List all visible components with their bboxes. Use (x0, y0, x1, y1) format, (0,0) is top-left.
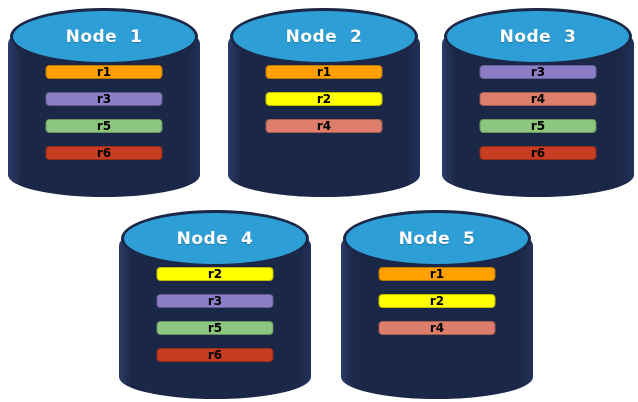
replica-bar-r3: r3 (479, 65, 597, 79)
node-cylinder-1: Node 1 r1 r3 r5 r6 (8, 8, 200, 197)
replica-bars: r1 r3 r5 r6 (45, 65, 163, 160)
replica-bar-r1: r1 (265, 65, 383, 79)
replica-bar-r4: r4 (378, 321, 496, 335)
node-label: Node 3 (499, 26, 577, 47)
replica-bar-r5: r5 (479, 119, 597, 133)
replica-bar-r5: r5 (45, 119, 163, 133)
replica-bar-r4: r4 (479, 92, 597, 106)
replica-bar-r4: r4 (265, 119, 383, 133)
replica-bars: r3 r4 r5 r6 (479, 65, 597, 160)
node-label: Node 5 (398, 228, 476, 249)
node-cylinder-5: Node 5 r1 r2 r4 (341, 210, 533, 399)
replica-bar-r1: r1 (378, 267, 496, 281)
node-label: Node 1 (65, 26, 143, 47)
node-cylinder-2: Node 2 r1 r2 r4 (228, 8, 420, 197)
cylinder-top-ellipse: Node 2 (230, 8, 418, 65)
replica-bar-r1: r1 (45, 65, 163, 79)
cylinder-top-ellipse: Node 1 (10, 8, 198, 65)
replica-bar-r2: r2 (378, 294, 496, 308)
node-cylinder-4: Node 4 r2 r3 r5 r6 (119, 210, 311, 399)
replica-bar-r6: r6 (45, 146, 163, 160)
replica-bar-r6: r6 (479, 146, 597, 160)
replica-bar-r6: r6 (156, 348, 274, 362)
replica-bar-r3: r3 (156, 294, 274, 308)
replica-bar-r2: r2 (156, 267, 274, 281)
replica-bars: r1 r2 r4 (378, 267, 496, 335)
cylinder-top-ellipse: Node 5 (343, 210, 531, 267)
node-cylinder-3: Node 3 r3 r4 r5 r6 (442, 8, 634, 197)
replica-bars: r2 r3 r5 r6 (156, 267, 274, 362)
replica-bar-r2: r2 (265, 92, 383, 106)
replica-bar-r3: r3 (45, 92, 163, 106)
replica-bar-r5: r5 (156, 321, 274, 335)
node-label: Node 4 (176, 228, 254, 249)
node-label: Node 2 (285, 26, 363, 47)
cylinder-top-ellipse: Node 3 (444, 8, 632, 65)
replica-bars: r1 r2 r4 (265, 65, 383, 133)
cylinder-top-ellipse: Node 4 (121, 210, 309, 267)
